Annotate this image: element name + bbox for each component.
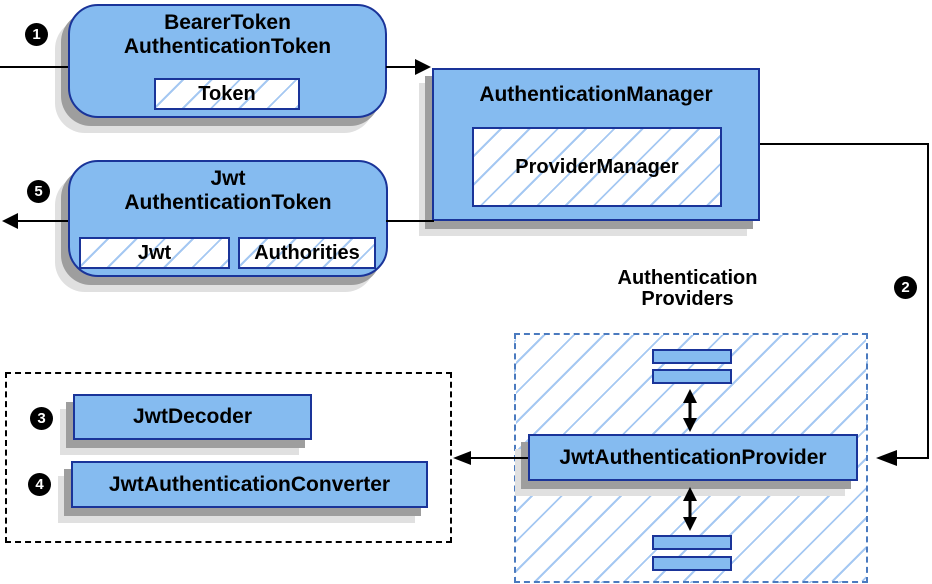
bearer-to-manager-arrowhead xyxy=(415,59,431,75)
step-4-badge: 4 xyxy=(28,473,51,496)
step-3-badge: 3 xyxy=(30,407,53,430)
provider-slot-rect xyxy=(652,535,732,550)
authentication-providers-label-line1: Authentication xyxy=(617,267,758,289)
provider-slot-rect xyxy=(652,349,732,364)
step-1-badge: 1 xyxy=(25,23,48,46)
jwt-decoder-box: JwtDecoder xyxy=(73,394,312,440)
authentication-providers-label-line2: Providers xyxy=(641,288,734,310)
jwt-authentication-provider-box: JwtAuthenticationProvider xyxy=(528,434,858,481)
provider-slot-rect xyxy=(652,369,732,384)
jwt-token-title: Jwt AuthenticationToken xyxy=(70,162,386,215)
authentication-manager-box: AuthenticationManager ProviderManager xyxy=(432,68,760,221)
jwt-token-title-line2: AuthenticationToken xyxy=(124,191,332,214)
bearer-token-box: BearerToken AuthenticationToken Token xyxy=(68,4,387,118)
step-2-badge: 2 xyxy=(894,276,917,299)
provider-manager-box: ProviderManager xyxy=(472,127,722,207)
jwt-token-title-line1: Jwt xyxy=(210,167,246,190)
jwt-authentication-converter-box: JwtAuthenticationConverter xyxy=(71,461,428,508)
outgoing-result-arrowhead xyxy=(2,213,18,229)
provider-to-components-arrowhead xyxy=(453,451,471,465)
authorities-field: Authorities xyxy=(238,237,376,269)
bearer-token-title-line2: AuthenticationToken xyxy=(123,35,332,58)
jwt-field: Jwt xyxy=(79,237,230,269)
jwt-authentication-token-box: Jwt AuthenticationToken Jwt Authorities xyxy=(68,160,388,277)
manager-to-provider-arrowhead xyxy=(876,450,897,466)
bearer-token-title-line1: BearerToken xyxy=(164,11,291,34)
bearer-token-title: BearerToken AuthenticationToken xyxy=(70,6,385,59)
token-field: Token xyxy=(154,78,300,110)
authentication-providers-label: Authentication Providers xyxy=(570,268,805,310)
provider-slot-rect xyxy=(652,556,732,571)
step-5-badge: 5 xyxy=(27,180,50,203)
authentication-manager-title: AuthenticationManager xyxy=(479,83,713,106)
